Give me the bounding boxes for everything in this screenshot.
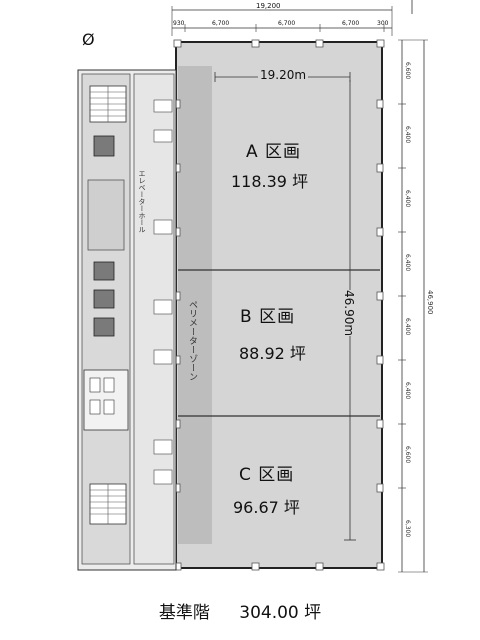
zone-c-name: C 区画 xyxy=(239,465,295,485)
height-segment-3: 6,400 xyxy=(404,190,411,208)
perimeter-zone-label: ペリメーターゾーン xyxy=(187,300,197,381)
zone-a-area: 118.39 坪 xyxy=(231,172,309,191)
height-segment-6: 6,400 xyxy=(404,382,411,400)
width-segment-4: 6,700 xyxy=(342,20,360,27)
floor-name: 基準階 xyxy=(158,603,210,623)
elevator-shaft-4 xyxy=(93,317,115,337)
overall-width-label: 19,200 xyxy=(256,2,281,10)
height-segment-8: 6,300 xyxy=(404,520,411,538)
north-arrow-icon: Ø xyxy=(82,30,95,49)
floor-plan xyxy=(77,0,428,573)
height-segment-4: 6,400 xyxy=(404,254,411,272)
perimeter-zone xyxy=(178,66,212,544)
total-area: 304.00 坪 xyxy=(239,603,322,623)
core-corridor xyxy=(133,73,175,565)
elevator-hall-label: エレベーターホール xyxy=(138,170,146,233)
inner-height-label: 46.90m xyxy=(342,290,356,337)
height-segment-5: 6,400 xyxy=(404,318,411,336)
elevator-shaft-3 xyxy=(93,289,115,309)
zone-c-area: 96.67 坪 xyxy=(233,498,300,517)
width-segment-1: 930 xyxy=(173,20,185,27)
machine-room xyxy=(87,179,125,251)
zone-b-area: 88.92 坪 xyxy=(239,344,306,363)
height-segment-1: 6,600 xyxy=(404,62,411,80)
zone-a-name: A 区画 xyxy=(246,142,302,162)
floor-caption: 基準階 304.00 坪 xyxy=(0,598,480,623)
elevator-shaft-1 xyxy=(93,135,115,157)
width-segment-5: 300 xyxy=(377,20,389,27)
zone-b-name: B 区画 xyxy=(240,307,296,327)
inner-width-label: 19.20m xyxy=(258,68,309,82)
width-segment-2: 6,700 xyxy=(212,20,230,27)
elevator-shaft-2 xyxy=(93,261,115,281)
width-segment-3: 6,700 xyxy=(278,20,296,27)
overall-height-label: 46,900 xyxy=(426,290,434,315)
height-segment-7: 6,600 xyxy=(404,446,411,464)
height-segment-2: 6,400 xyxy=(404,126,411,144)
